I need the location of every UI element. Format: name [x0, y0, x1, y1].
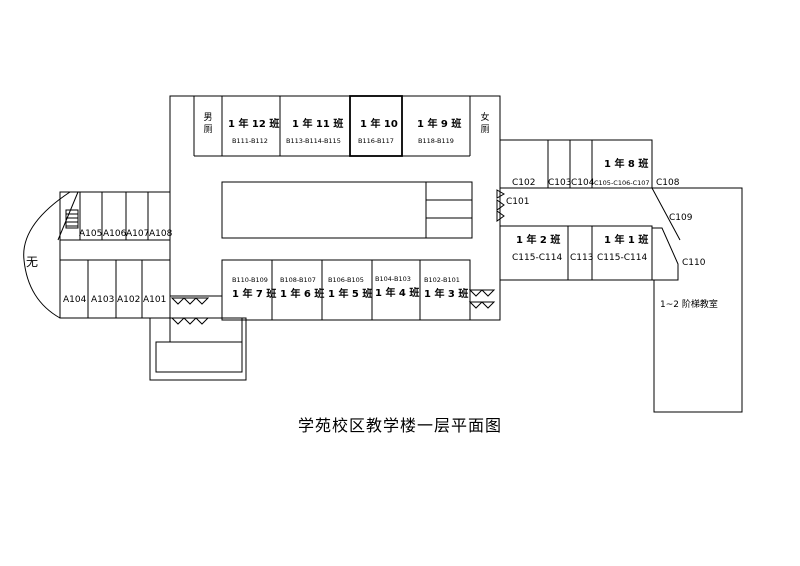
plan-title: 学苑校区教学楼一层平面图: [297, 416, 502, 435]
room-c113: C113: [570, 253, 594, 263]
room-a105: A105: [79, 229, 103, 239]
room-a107: A107: [126, 229, 150, 239]
room-a106: A106: [103, 229, 127, 239]
class-1-rooms: C115-C114: [597, 253, 648, 263]
male-toilet-label: 男厕: [203, 113, 213, 135]
class-8-name: 1 年 8 班: [604, 159, 649, 170]
class-5-name: 1 年 5 班: [328, 289, 373, 300]
c-wing-outline: [500, 139, 653, 188]
lecture-hall-outline: [652, 187, 743, 413]
room-a101: A101: [143, 295, 167, 305]
south-entrance-outer: [149, 317, 247, 381]
class-3-name: 1 年 3 班: [424, 289, 469, 300]
room-c108: C108: [656, 178, 680, 188]
class-7-rooms: B110-B109: [232, 276, 268, 284]
room-c102: C102: [512, 178, 536, 188]
lecture-hall-label: 1~2 阶梯教室: [660, 300, 718, 310]
room-c103: C103: [548, 178, 572, 188]
class-12-name: 1 年 12 班: [228, 119, 280, 130]
room-c101: C101: [506, 197, 530, 207]
female-toilet-label: 女厕: [480, 113, 490, 135]
room-a102: A102: [117, 295, 141, 305]
class-6-rooms: B108-B107: [280, 276, 316, 284]
class-12-rooms: B111-B112: [232, 137, 268, 145]
main-block-outline: [169, 95, 501, 321]
class-1-name: 1 年 1 班: [604, 235, 649, 246]
class-3-rooms: B102-B101: [424, 276, 460, 284]
room-a103: A103: [91, 295, 115, 305]
room-c109: C109: [669, 213, 693, 223]
class-4-rooms: B104-B103: [375, 275, 411, 283]
room-c104: C104: [571, 178, 595, 188]
class-7-name: 1 年 7 班: [232, 289, 277, 300]
class-5-rooms: B106-B105: [328, 276, 364, 284]
class-11-rooms: B113-B114-B115: [286, 137, 341, 145]
class-2-rooms: C115-C114: [512, 253, 563, 263]
west-stair-hall-outline: [23, 191, 80, 319]
class-6-name: 1 年 6 班: [280, 289, 325, 300]
class-10-name: 1 年 10: [360, 119, 398, 130]
class-8-rooms: C105-C106-C107: [594, 179, 650, 187]
class-10-rooms: B116-B117: [358, 137, 394, 145]
class-4-name: 1 年 4 班: [375, 288, 420, 299]
class-9-name: 1 年 9 班: [417, 119, 462, 130]
class-9-rooms: B118-B119: [418, 137, 454, 145]
west-stair-label: 无: [26, 255, 39, 269]
c-wing-south-block: [499, 225, 653, 281]
class-2-name: 1 年 2 班: [516, 235, 561, 246]
room-c110: C110: [682, 258, 706, 268]
class-10-room: [349, 95, 403, 157]
class-11-name: 1 年 11 班: [292, 119, 344, 130]
west-stair-hall-inner: [57, 191, 79, 241]
room-a108: A108: [149, 229, 173, 239]
central-courtyard: [221, 181, 473, 239]
west-wing-outline: [59, 191, 171, 319]
west-stair-icon: [65, 209, 79, 229]
room-a104: A104: [63, 295, 87, 305]
